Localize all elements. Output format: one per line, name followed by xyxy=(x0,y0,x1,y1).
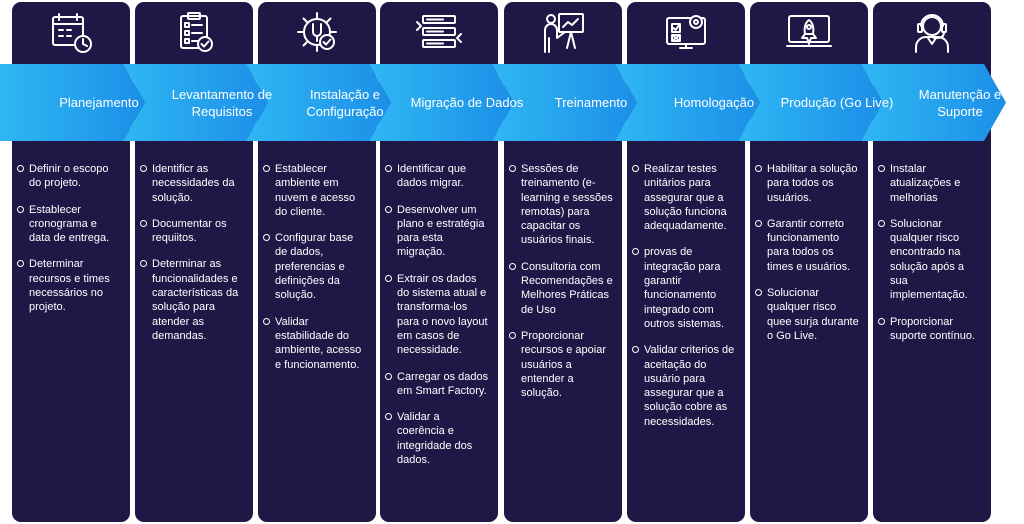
presenter-board-icon xyxy=(504,8,622,58)
clipboard-checklist-icon xyxy=(135,8,253,58)
list-item: Identificr as necessidades da solução. xyxy=(140,162,244,205)
stage-item-list: Definir o escopo do projeto. Establecer c… xyxy=(17,162,121,327)
stage-item-list: Sessões de treinamento (e-learning e ses… xyxy=(509,162,613,412)
stage-item-list: Identificar que dados migrar. Desenvolver… xyxy=(385,162,489,479)
stage-label: Migração de Dados xyxy=(410,95,524,110)
list-item: provas de integração para garantir funci… xyxy=(632,245,736,331)
stage-label: Produção (Go Live) xyxy=(780,95,894,110)
list-item: Instalar atualizações e melhorias xyxy=(878,162,982,205)
chevron-segment xyxy=(123,64,268,141)
chevron-segment xyxy=(738,64,883,141)
list-item: Identificar que dados migrar. xyxy=(385,162,489,191)
chevron-segment xyxy=(861,64,1006,141)
calendar-clock-icon xyxy=(12,8,130,58)
list-item: Solucionar qualquer risco quee surja dur… xyxy=(755,286,859,343)
list-item: Determinar recursos e times necessários … xyxy=(17,257,121,314)
list-item: Configurar base de dados, preferencias e… xyxy=(263,231,367,302)
stage-label: Planejamento xyxy=(59,95,139,110)
list-item: Garantir correto funcionamento para todo… xyxy=(755,217,859,274)
list-item: Determinar as funcionalidades e caracter… xyxy=(140,257,244,343)
chevron-segment xyxy=(492,64,637,141)
list-item: Establecer ambiente em nuvem e acesso do… xyxy=(263,162,367,219)
monitor-test-icon xyxy=(627,8,745,58)
list-item: Solucionar qualquer risco encontrado na … xyxy=(878,217,982,303)
list-item: Documentar os requiitos. xyxy=(140,217,244,246)
stage-label: Manutenção e Suporte xyxy=(918,86,1002,119)
list-item: Desenvolver um plano e estratégia para e… xyxy=(385,203,489,260)
list-item: Definir o escopo do projeto. xyxy=(17,162,121,191)
stage-item-list: Realizar testes unitários para assegurar… xyxy=(632,162,736,441)
list-item: Proporcionar recursos e apoiar usuários … xyxy=(509,329,613,400)
list-item: Habilitar a solução para todos os usuári… xyxy=(755,162,859,205)
process-arrow-band xyxy=(0,64,1006,141)
stage-label: Instalação e Configuração xyxy=(306,86,384,119)
chevron-segment xyxy=(615,64,760,141)
data-transfer-icon xyxy=(380,8,498,58)
list-item: Validar criterios de aceitação do usuári… xyxy=(632,343,736,429)
list-item: Sessões de treinamento (e-learning e ses… xyxy=(509,162,613,248)
chevron-segment xyxy=(246,64,391,141)
list-item: Extrair os dados do sistema atual e tran… xyxy=(385,272,489,358)
gear-wrench-icon xyxy=(258,8,376,58)
support-agent-icon xyxy=(873,8,991,58)
list-item: Consultoria com Recomendações e Melhores… xyxy=(509,260,613,317)
chevron-segment xyxy=(369,64,514,141)
stage-label: Homologação xyxy=(673,95,755,110)
list-item: Carregar os dados em Smart Factory. xyxy=(385,370,489,399)
list-item: Validar estabilidade do ambiente, acesso… xyxy=(263,315,367,372)
stage-item-list: Establecer ambiente em nuvem e acesso do… xyxy=(263,162,367,384)
chevron-segment xyxy=(0,64,145,141)
list-item: Proporcionar suporte contínuo. xyxy=(878,315,982,344)
list-item: Validar a coerência e integridade dos da… xyxy=(385,410,489,467)
stage-item-list: Habilitar a solução para todos os usuári… xyxy=(755,162,859,355)
stage-item-list: Identificr as necessidades da solução. Do… xyxy=(140,162,244,355)
rocket-launch-icon xyxy=(750,8,868,58)
list-item: Establecer cronograma e data de entrega. xyxy=(17,203,121,246)
stage-label: Treinamento xyxy=(554,95,628,110)
stage-label: Levantamento de Requisitos xyxy=(171,86,273,119)
list-item: Realizar testes unitários para assegurar… xyxy=(632,162,736,233)
